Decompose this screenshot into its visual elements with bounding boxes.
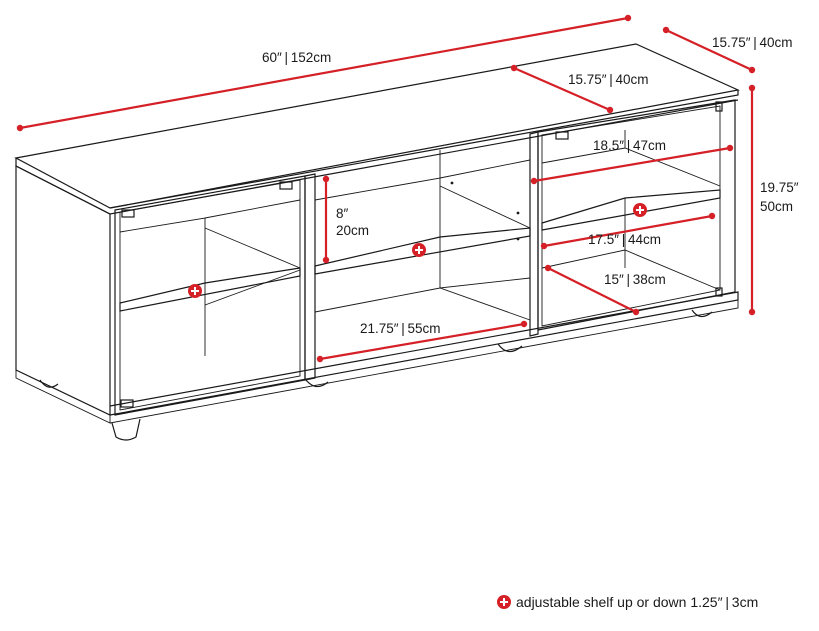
height-cm-label: 50cm xyxy=(760,199,793,214)
open-width-dimension-line xyxy=(319,322,525,361)
middle-shelf xyxy=(314,227,531,275)
width-dimension-line xyxy=(19,16,629,130)
left-cabinet-front xyxy=(114,175,306,416)
depth-inner-label: 15.75″ | 40cm xyxy=(568,72,649,87)
legend: adjustable shelf up or down 1.25″ | 3cm xyxy=(497,592,758,612)
left-side-panel xyxy=(15,165,111,416)
plus-circle-icon xyxy=(633,203,647,217)
shelf-depth-dimension-line xyxy=(547,267,637,313)
shelf-depth-label: 15″ | 38cm xyxy=(604,272,666,287)
legend-text: adjustable shelf up or down 1.25″ | 3cm xyxy=(516,594,759,610)
left-shelf xyxy=(119,267,301,312)
cabinet-width-dimension-line xyxy=(533,146,731,183)
left-hinge-top xyxy=(121,209,135,218)
left-hinge-bottom xyxy=(120,399,134,408)
right-hinge-top xyxy=(555,131,569,140)
right-shelf xyxy=(541,189,721,231)
depth-top-label: 15.75″ | 40cm xyxy=(712,35,793,50)
open-width-label: 21.75″ | 55cm xyxy=(360,321,441,336)
width-label: 60″ | 152cm xyxy=(262,50,331,65)
furniture-outline xyxy=(14,43,740,441)
left-hinge-right xyxy=(279,181,293,190)
depth-inner-dimension-line xyxy=(513,66,611,112)
adjustable-shelf-markers xyxy=(188,203,647,298)
dimension-lines xyxy=(16,14,756,363)
right-hinge-bottom xyxy=(715,287,723,297)
shelf-gap-cm-label: 20cm xyxy=(336,223,369,238)
dimension-labels: 60″ | 152cm 15.75″ | 40cm 15.75″ | 40cm … xyxy=(262,35,799,336)
height-in-label: 19.75″ xyxy=(760,180,799,195)
feet xyxy=(39,309,713,441)
plus-circle-icon xyxy=(497,595,511,609)
plus-circle-icon xyxy=(188,284,202,298)
shelf-width-dimension-line xyxy=(543,214,713,248)
depth-top-dimension-line xyxy=(665,29,753,71)
shelf-width-label: 17.5″ | 44cm xyxy=(588,232,661,247)
cabinet-width-label: 18.5″ | 47cm xyxy=(593,138,666,153)
shelf-gap-in-label: 8″ xyxy=(336,206,349,221)
plus-circle-icon xyxy=(412,243,426,257)
top-surface xyxy=(14,43,740,209)
right-cabinet-front xyxy=(537,99,736,331)
right-hinge-side xyxy=(715,101,723,112)
